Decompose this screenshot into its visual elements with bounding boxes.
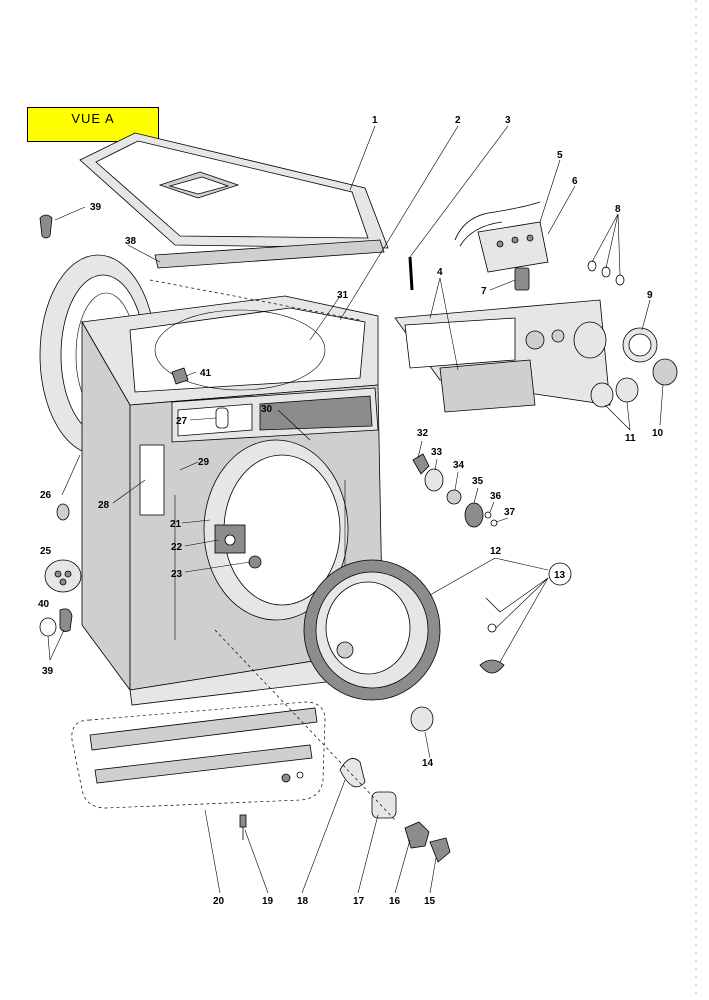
callout-34: 34 (453, 460, 465, 471)
callout-23: 23 (171, 569, 183, 580)
callout-19: 19 (262, 896, 274, 907)
callout-29: 29 (198, 457, 210, 468)
callout-4: 4 (437, 267, 443, 278)
part-7-connector (514, 267, 530, 291)
trim-strip (154, 239, 385, 269)
callout-21: 21 (170, 519, 182, 530)
callout-6: 6 (572, 176, 578, 187)
callout-31: 31 (337, 290, 349, 301)
door-lock-parts (412, 453, 498, 528)
callout-39-bottom: 39 (42, 666, 54, 677)
callout-1: 1 (372, 115, 378, 126)
callout-41: 41 (200, 368, 212, 379)
part-8-buttons (587, 260, 625, 286)
callout-10: 10 (652, 428, 664, 439)
front-door (303, 559, 441, 701)
callout-15: 15 (424, 896, 436, 907)
callout-12: 12 (490, 546, 502, 557)
callout-30: 30 (261, 404, 273, 415)
cabinet (81, 295, 386, 706)
bottom-small-parts (239, 758, 451, 863)
callout-17: 17 (353, 896, 365, 907)
part-14-foot (410, 706, 434, 732)
part-pump-cover (44, 559, 82, 593)
callout-32: 32 (417, 428, 429, 439)
callout-7: 7 (481, 286, 487, 297)
clip-part (39, 214, 53, 239)
callout-36: 36 (490, 491, 502, 502)
callout-5: 5 (557, 150, 563, 161)
control-panel (394, 299, 611, 413)
callout-3: 3 (505, 115, 511, 126)
callout-40: 40 (38, 599, 50, 610)
part-27-clip (215, 407, 229, 429)
part-41-box (171, 367, 189, 385)
plinth-kit (71, 701, 326, 809)
callout-27: 27 (176, 416, 188, 427)
part-9-knob (622, 327, 658, 363)
callout-11: 11 (625, 433, 636, 444)
callout-18: 18 (297, 896, 309, 907)
part-10-knob (652, 358, 678, 386)
leader-lines (47, 125, 664, 894)
part-11-knob-a (590, 382, 614, 408)
view-label: VUE A (27, 107, 159, 142)
callout-2: 2 (455, 115, 461, 126)
callout-26: 26 (40, 490, 52, 501)
door-handle-parts (479, 597, 505, 674)
pcb-module (454, 201, 549, 273)
callout-33: 33 (431, 447, 443, 458)
callout-13: 13 (554, 570, 566, 581)
callout-8: 8 (615, 204, 621, 215)
hinge-assembly (214, 524, 262, 569)
part-25-plug (56, 503, 70, 521)
callout-22: 22 (171, 542, 183, 553)
callout-20: 20 (213, 896, 225, 907)
top-lid (79, 132, 389, 249)
callout-35: 35 (472, 476, 484, 487)
callout-14: 14 (422, 758, 434, 769)
callout-9: 9 (647, 290, 653, 301)
callout-25: 25 (40, 546, 52, 557)
part-40-ring (39, 608, 73, 637)
callout-28: 28 (98, 500, 110, 511)
callout-13-circle: 13 (548, 562, 572, 586)
part-11-knob-b (615, 377, 639, 403)
part-3-rod (408, 256, 414, 291)
callout-37: 37 (504, 507, 516, 518)
callout-38: 38 (125, 236, 137, 247)
callout-16: 16 (389, 896, 401, 907)
callout-numbers: 1 2 3 4 5 6 7 8 9 10 11 12 13 14 15 16 1… (38, 115, 664, 907)
callout-39-top: 39 (90, 202, 102, 213)
